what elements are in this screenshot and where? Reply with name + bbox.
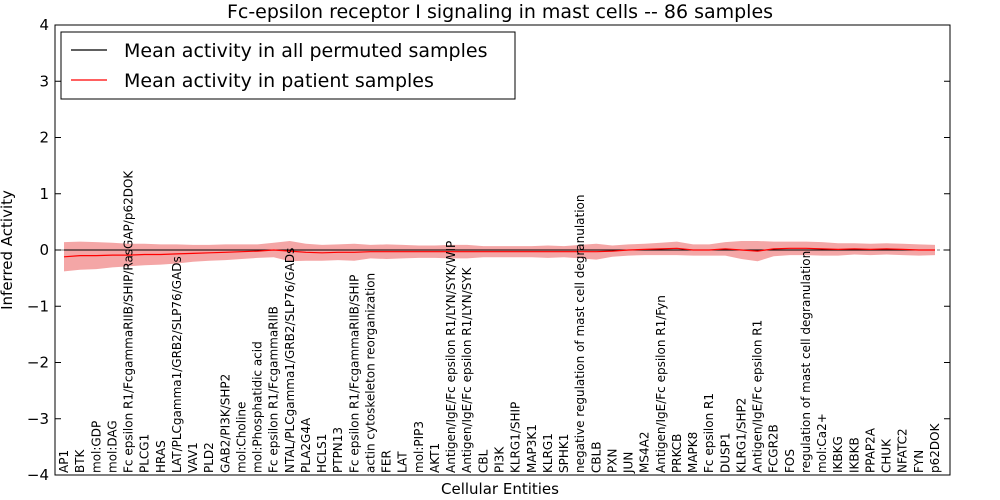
entity-label: mol:Ca2+ <box>815 413 829 473</box>
entity-label: AKT1 <box>428 443 442 473</box>
y-tick-label: 1 <box>39 185 49 203</box>
legend: Mean activity in all permuted samples Me… <box>60 31 516 100</box>
entity-label: actin cytoskeleton reorganization <box>364 273 378 473</box>
entity-label: regulation of mast cell degranulation <box>799 251 813 473</box>
entity-label: FER <box>380 450 394 473</box>
entity-label: HCLS1 <box>315 434 329 473</box>
entity-label: mol:Choline <box>234 402 248 473</box>
y-axis: −4 −3 −2 −1 0 1 2 3 4 <box>27 16 950 484</box>
entity-label: IKBKG <box>831 436 845 473</box>
entity-label: MAPK8 <box>686 432 700 473</box>
entity-label: FOS <box>783 449 797 473</box>
entity-label: mol:PIP3 <box>412 421 426 473</box>
y-axis-label: Inferred Activity <box>0 190 16 310</box>
entity-label: negative regulation of mast cell degranu… <box>573 194 587 473</box>
entity-label: p62DOK <box>928 422 942 473</box>
entity-label: PXN <box>605 449 619 473</box>
entity-label: PLA2G4A <box>299 417 313 473</box>
entity-label: PI3K <box>493 446 507 473</box>
entity-label: HRAS <box>154 440 168 473</box>
legend-label-patient: Mean activity in patient samples <box>124 70 434 92</box>
entity-label: IKBKB <box>847 437 861 473</box>
entity-label: KLRG1/SHP2 <box>734 398 748 473</box>
entity-label: DUSP1 <box>718 432 732 473</box>
entity-label: Fc epsilon R1/FcgammaRIIB/SHIP/RasGAP/p6… <box>122 170 136 473</box>
entity-label: BTK <box>73 448 87 473</box>
entity-label: Antigen/IgE/Fc epsilon R1/Fyn <box>654 295 668 473</box>
entity-label: Antigen/IgE/Fc epsilon R1 <box>751 320 765 473</box>
entity-label: MAP3K1 <box>525 424 539 473</box>
entity-label: CBL <box>476 449 490 473</box>
entity-label: FYN <box>912 450 926 473</box>
entity-label: PTPN13 <box>331 427 345 473</box>
y-tick-label: −4 <box>27 466 49 484</box>
entity-label: mol:GDP <box>89 421 103 473</box>
entity-label: Fc epsilon R1/FcgammaRIIB/SHIP <box>347 275 361 473</box>
entity-label: CHUK <box>880 438 894 473</box>
x-axis-label: Cellular Entities <box>441 480 559 498</box>
entity-label: Antigen/IgE/Fc epsilon R1/LYN/SYK <box>460 266 474 473</box>
entity-label: mol:Phosphatidic acid <box>251 341 265 473</box>
entity-label: NFATC2 <box>896 428 910 473</box>
entity-label: AP1 <box>57 450 71 473</box>
entity-label: PLD2 <box>202 442 216 473</box>
entity-label: LAT/PLCgamma1/GRB2/SLP76/GADs <box>170 256 184 473</box>
entity-label: VAV1 <box>186 442 200 473</box>
entity-label: PRKCB <box>670 434 684 473</box>
entity-label: Fc epsilon R1/FcgammaRIIB <box>267 306 281 473</box>
chart-title: Fc-epsilon receptor I signaling in mast … <box>227 1 773 23</box>
entity-label: GAB2/PI3K/SHP2 <box>218 374 232 473</box>
entity-label: SPHK1 <box>557 434 571 473</box>
y-tick-label: 4 <box>39 16 49 34</box>
entity-label: MS4A2 <box>638 432 652 473</box>
y-tick-label: −1 <box>27 297 49 315</box>
entity-label: JUN <box>622 452 636 474</box>
y-tick-label: −3 <box>27 410 49 428</box>
entity-label: LAT <box>396 451 410 473</box>
plot-area <box>55 241 950 272</box>
plot-frame <box>54 24 951 476</box>
entity-label: Fc epsilon R1 <box>702 393 716 473</box>
entity-label: KLRG1/SHIP <box>509 402 523 473</box>
series-line-patient <box>63 247 935 258</box>
y-tick-label: −2 <box>27 354 49 372</box>
entity-label: NTAL/PLCgamma1/GRB2/SLP76/GADs <box>283 248 297 473</box>
entity-label: FCGR2B <box>767 424 781 473</box>
y-tick-label: 0 <box>39 241 49 259</box>
confidence-band <box>64 241 935 272</box>
y-tick-label: 3 <box>39 72 49 90</box>
entity-label: Antigen/IgE/Fc epsilon R1/LYN/SYK/WIP <box>444 241 458 473</box>
entity-label: KLRG1 <box>541 433 555 473</box>
entity-label: PPAP2A <box>864 427 878 473</box>
legend-label-permuted: Mean activity in all permuted samples <box>124 40 487 62</box>
entity-label: mol:DAG <box>105 420 119 473</box>
y-tick-label: 2 <box>39 129 49 147</box>
entity-label: PLCG1 <box>138 434 152 473</box>
entity-label: CBLB <box>589 441 603 473</box>
legend-box <box>60 31 516 100</box>
